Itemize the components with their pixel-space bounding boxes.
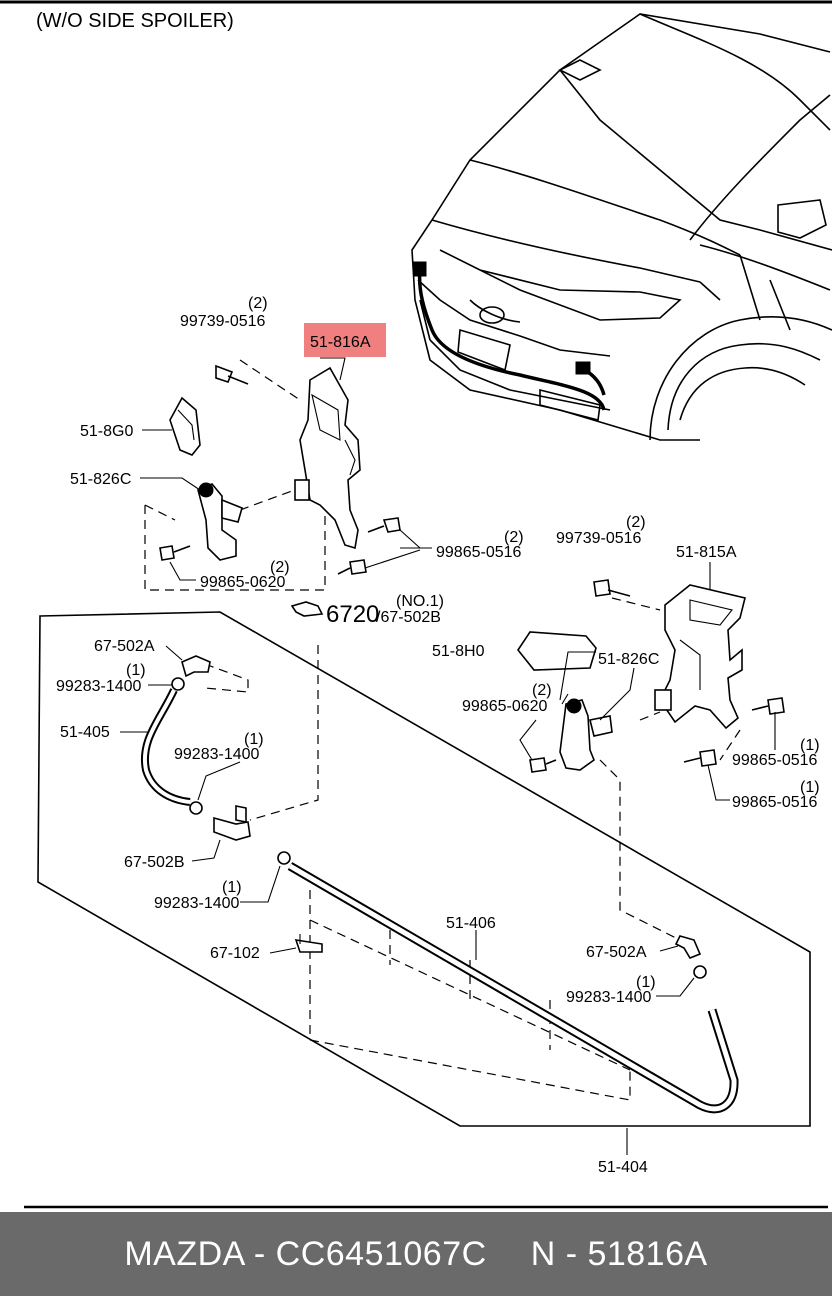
part-label: 51-405 <box>60 724 110 741</box>
car-illustration <box>411 13 832 441</box>
clamp-label: 99283-1400 <box>174 746 260 763</box>
qty-label: (1) <box>244 731 264 748</box>
qty-label: (2) <box>504 529 524 546</box>
qty-label: (2) <box>248 295 268 312</box>
part-label: 67-502A <box>586 944 647 961</box>
parts-diagram: (W/O SIDE SPOILER) <box>0 0 832 1209</box>
footer-part-number: N - 51816A <box>530 1234 708 1273</box>
bolt-label: 99865-0516 <box>732 752 818 769</box>
clamp-label: 99283-1400 <box>566 989 652 1006</box>
bolt-label: 99739-0516 <box>556 530 642 547</box>
part-label: 67-502B <box>124 854 185 871</box>
part-labels: (2) 99739-0516 51-816A 51-8G0 51-826C (2… <box>56 295 820 1176</box>
qty-label: (2) <box>270 559 290 576</box>
bolt-label: 99865-0516 <box>732 794 818 811</box>
part-label: 51-815A <box>676 544 737 561</box>
ref-label: 6720 <box>326 601 379 628</box>
qty-label: (2) <box>626 514 646 531</box>
part-label: 51-826C <box>598 651 659 668</box>
qty-label: (1) <box>126 662 146 679</box>
qty-label: (1) <box>636 974 656 991</box>
part-label: 51-406 <box>446 915 496 932</box>
bolt-label: 99865-0516 <box>436 544 522 561</box>
part-label: 51-8H0 <box>432 643 485 660</box>
hose-assembly-frame <box>37 601 811 1155</box>
ref-sub-label: /67-502B <box>376 609 441 626</box>
part-label: 67-102 <box>210 945 260 962</box>
part-label: 51-8G0 <box>80 423 133 440</box>
qty-label: (1) <box>800 737 820 754</box>
ref-no-label: (NO.1) <box>396 593 444 610</box>
part-label-51816A: 51-816A <box>310 334 371 351</box>
bolt-label: 99865-0620 <box>200 574 286 591</box>
footer-brand-code: MAZDA - CC6451067C <box>124 1234 487 1273</box>
right-nozzle-assembly <box>517 562 785 941</box>
clamp-label: 99283-1400 <box>56 678 142 695</box>
part-label: 51-404 <box>598 1159 648 1176</box>
bolt-label: 99739-0516 <box>180 313 266 330</box>
highlight-box <box>304 323 386 357</box>
qty-label: (1) <box>800 779 820 796</box>
bolt-label: 99865-0620 <box>462 698 548 715</box>
qty-label: (2) <box>532 682 552 699</box>
part-label: 51-826C <box>70 471 131 488</box>
left-nozzle-assembly <box>140 357 432 591</box>
qty-label: (1) <box>222 879 242 896</box>
part-label: 67-502A <box>94 638 155 655</box>
diagram-title: (W/O SIDE SPOILER) <box>36 10 234 32</box>
clamp-label: 99283-1400 <box>154 895 240 912</box>
footer-bar: MAZDA - CC6451067C N - 51816A <box>0 1212 832 1296</box>
